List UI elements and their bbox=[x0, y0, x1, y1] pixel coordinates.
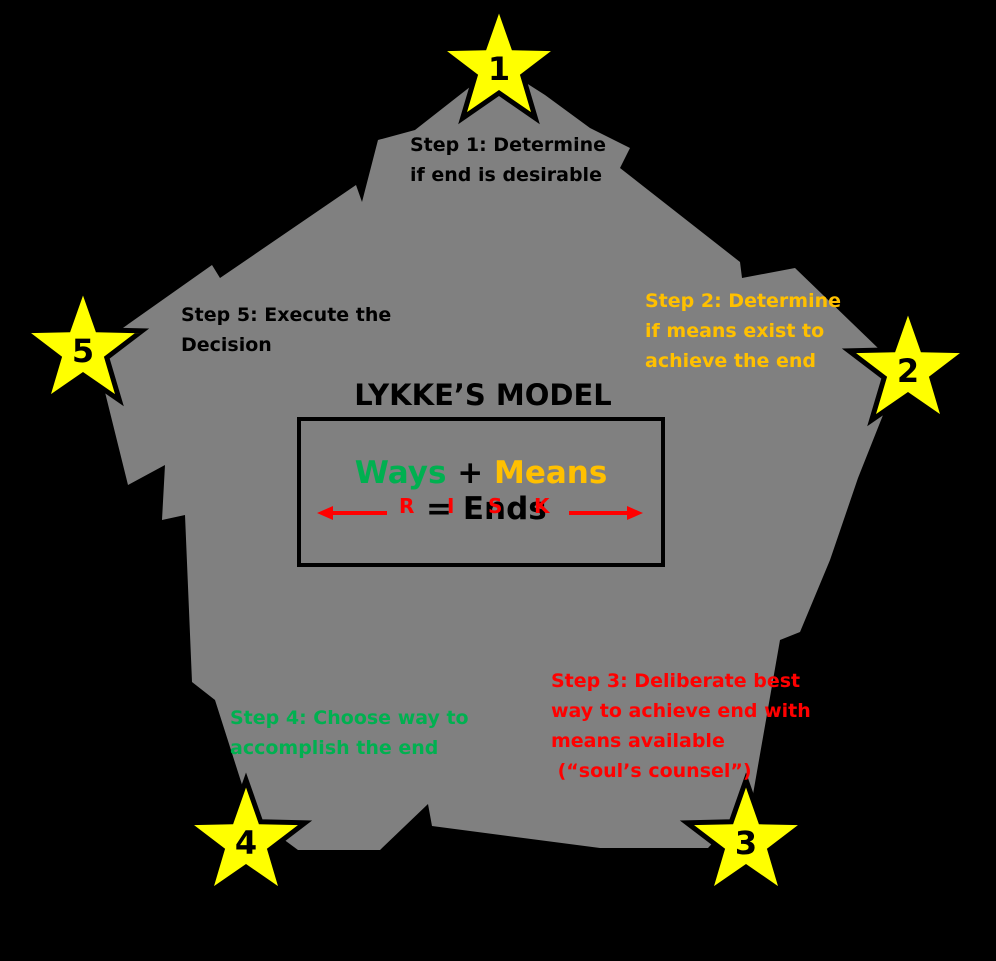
equation-plus: + bbox=[446, 455, 494, 491]
stars-group: 1 2 3 4 5 bbox=[16, 0, 975, 899]
star-4: 4 bbox=[179, 772, 313, 899]
step-5-text: Step 5: Execute the Decision bbox=[181, 300, 391, 360]
step-1-text: Step 1: Determine if end is desirable bbox=[410, 130, 606, 190]
star-3-icon bbox=[679, 772, 813, 899]
pentagon-shape bbox=[100, 65, 885, 850]
star-3-number: 3 bbox=[735, 824, 757, 862]
star-1: 1 bbox=[432, 0, 566, 125]
risk-row: R I S K bbox=[301, 494, 661, 524]
star-1-number: 1 bbox=[488, 50, 510, 88]
risk-letter-r: R bbox=[399, 494, 415, 518]
star-2: 2 bbox=[841, 300, 975, 427]
star-2-number: 2 bbox=[897, 352, 919, 390]
right-arrow-icon bbox=[569, 506, 643, 520]
star-4-number: 4 bbox=[235, 824, 257, 862]
step-5-line-2: Decision bbox=[181, 334, 272, 356]
step-2-line-3: achieve the end bbox=[645, 350, 817, 372]
step-3-line-2: way to achieve end with bbox=[551, 700, 811, 722]
step-3-line-4: (“soul’s counsel”) bbox=[551, 760, 752, 782]
equation-means: Means bbox=[493, 455, 608, 491]
risk-letter-s: S bbox=[488, 494, 503, 518]
step-3-line-3: means available bbox=[551, 730, 725, 752]
model-equation-box: Ways + Means = Ends R I S K bbox=[297, 417, 665, 567]
model-title: LYKKE’S MODEL bbox=[354, 378, 612, 412]
star-2-icon bbox=[841, 300, 975, 427]
star-5: 5 bbox=[16, 280, 150, 407]
risk-letter-i: I bbox=[447, 494, 455, 518]
equation-ends: Ends bbox=[462, 491, 547, 527]
star-5-icon bbox=[16, 280, 150, 407]
step-3-line-1: Step 3: Deliberate best bbox=[551, 670, 801, 692]
star-5-number: 5 bbox=[72, 332, 94, 370]
step-4-text: Step 4: Choose way to accomplish the end bbox=[230, 703, 469, 763]
step-4-line-2: accomplish the end bbox=[230, 737, 439, 759]
equation: Ways + Means = Ends bbox=[301, 455, 661, 527]
step-2-text: Step 2: Determine if means exist to achi… bbox=[645, 286, 841, 376]
step-3-text: Step 3: Deliberate best way to achieve e… bbox=[551, 666, 811, 786]
equation-equals: = bbox=[415, 491, 463, 527]
equation-ways: Ways bbox=[354, 455, 447, 491]
step-4-line-1: Step 4: Choose way to bbox=[230, 707, 469, 729]
step-2-line-1: Step 2: Determine bbox=[645, 290, 842, 312]
step-2-line-2: if means exist to bbox=[645, 320, 825, 342]
risk-letter-k: K bbox=[534, 494, 550, 518]
step-5-line-1: Step 5: Execute the bbox=[181, 304, 392, 326]
step-1-line-1: Step 1: Determine bbox=[410, 134, 607, 156]
left-arrow-icon bbox=[317, 506, 387, 520]
star-3: 3 bbox=[679, 772, 813, 899]
star-4-icon bbox=[179, 772, 313, 899]
step-1-line-2: if end is desirable bbox=[410, 164, 602, 186]
star-1-icon bbox=[432, 0, 566, 125]
